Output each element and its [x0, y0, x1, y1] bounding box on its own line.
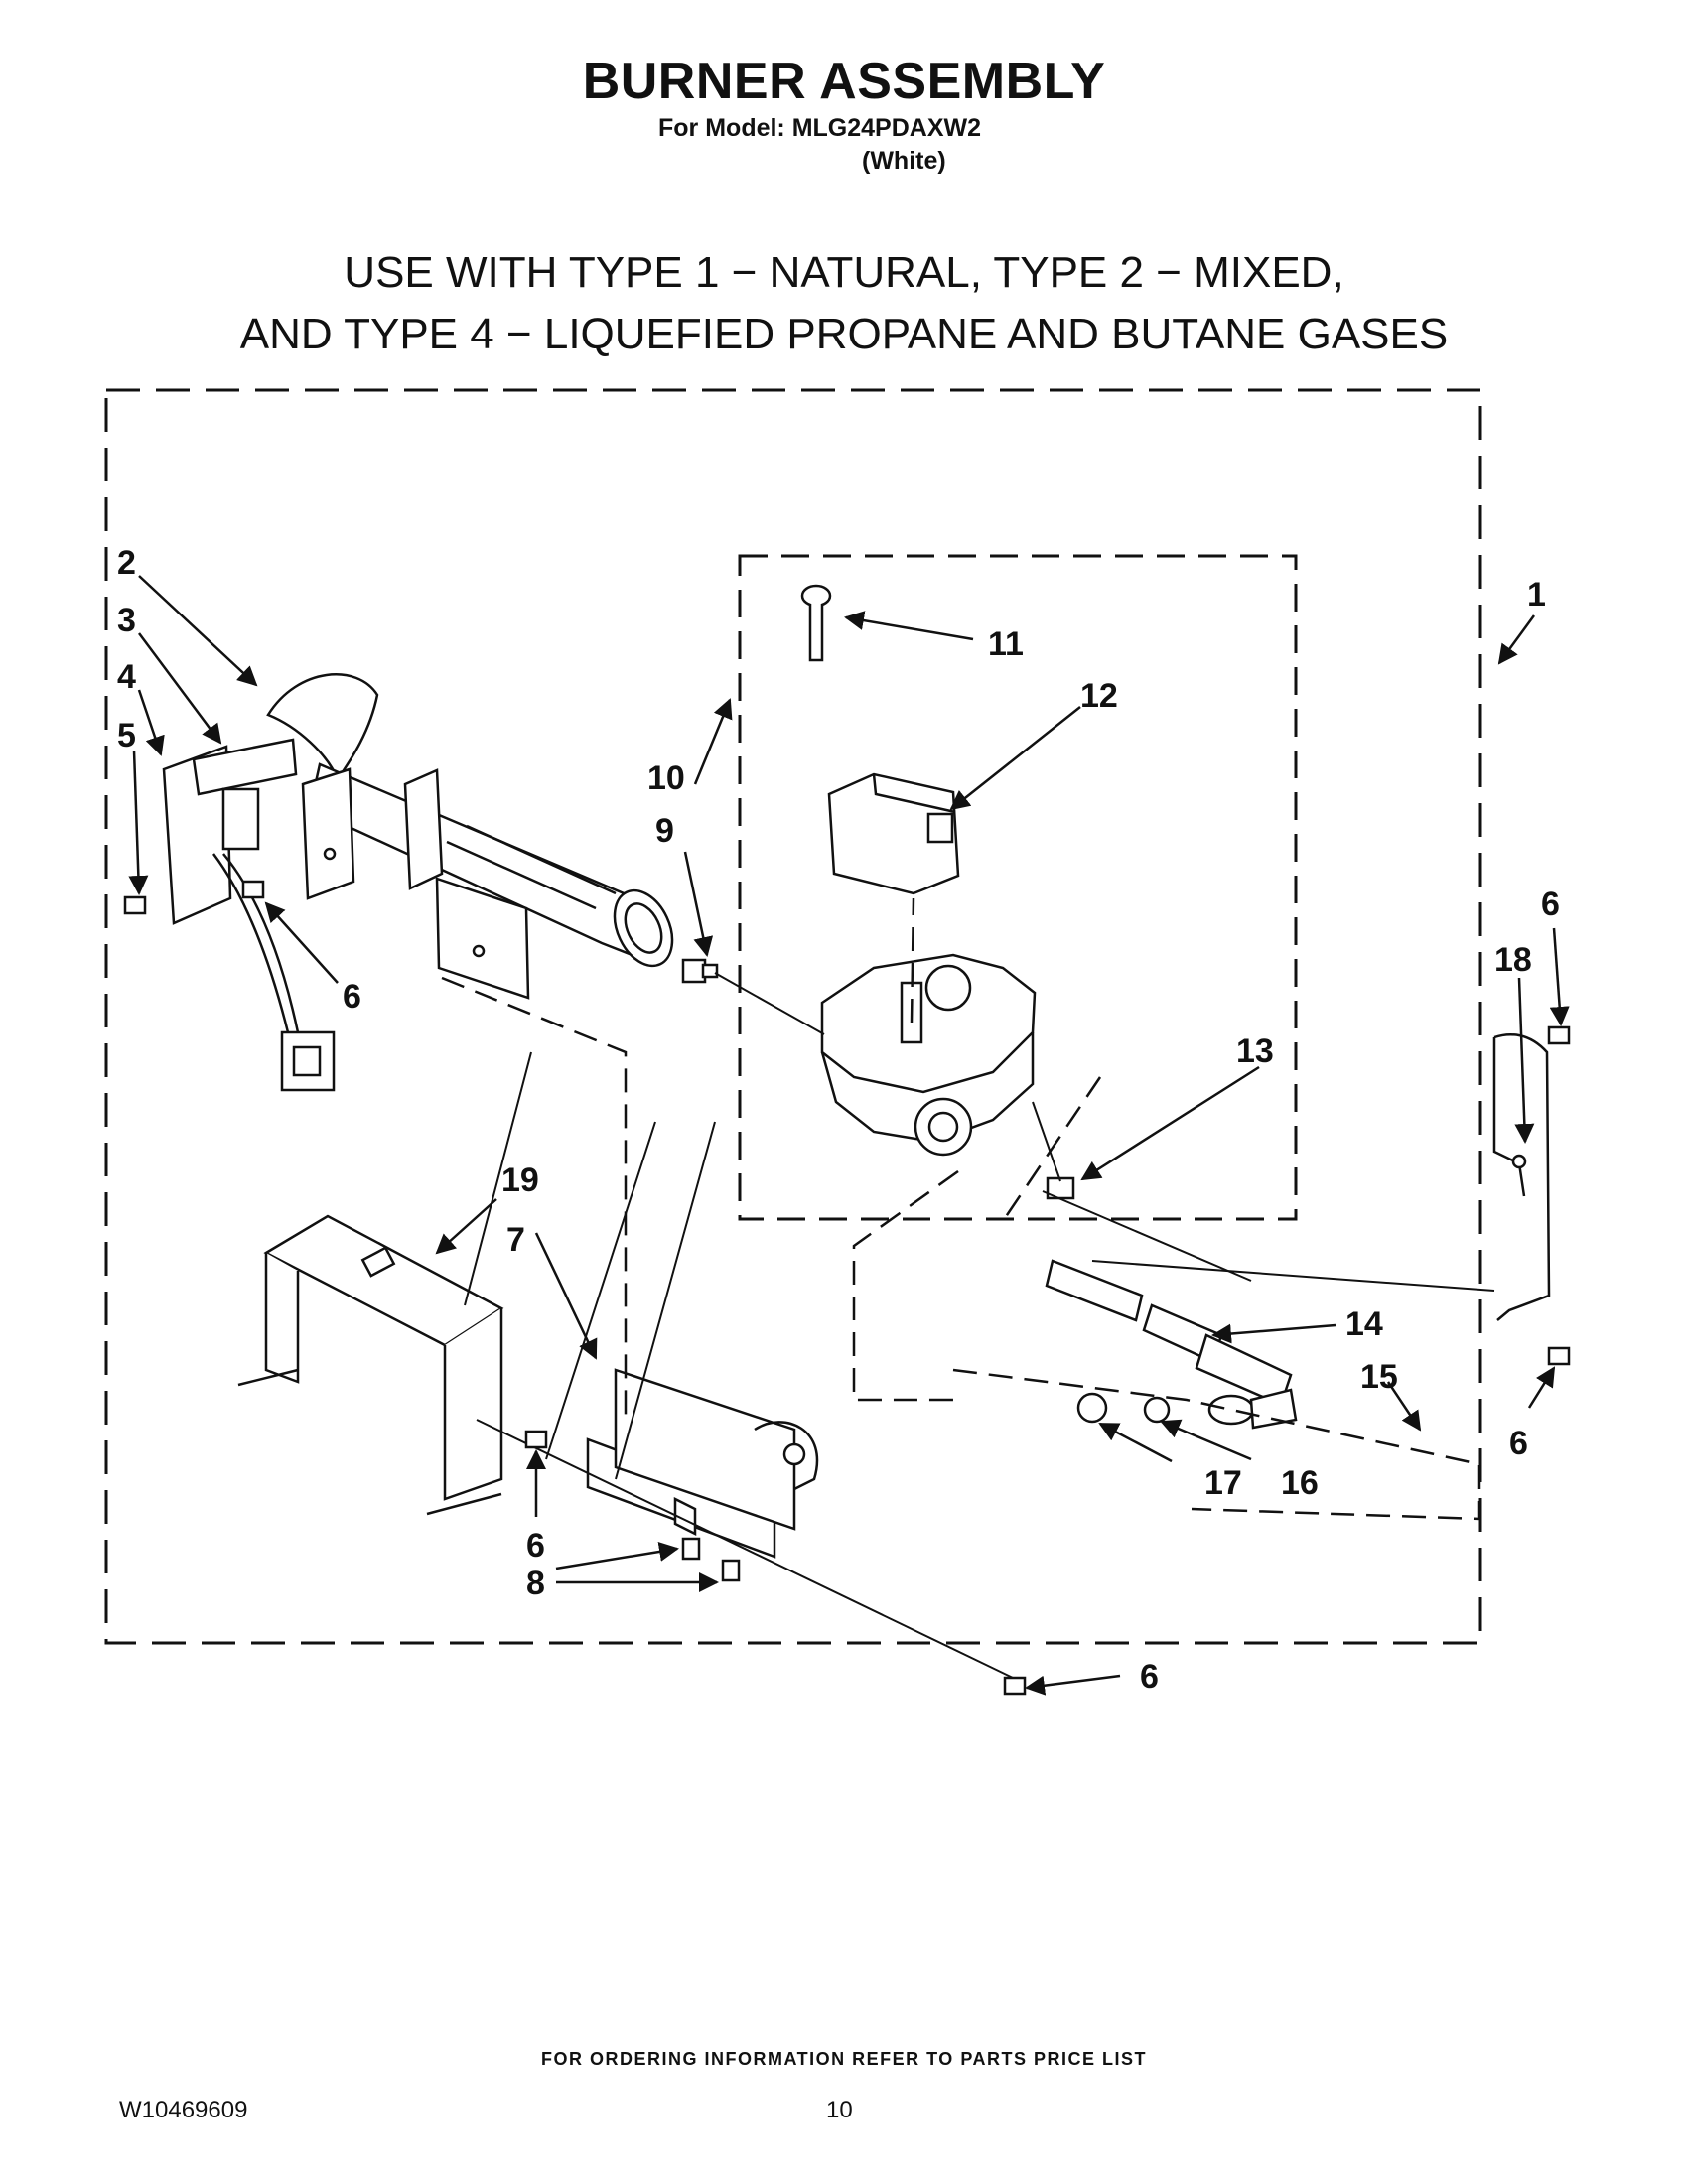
solenoid-coil [827, 772, 960, 895]
mounting-bracket [586, 1368, 819, 1559]
callout-15: 15 [1360, 1358, 1398, 1396]
callout-7: 7 [506, 1221, 525, 1259]
side-bracket [1492, 1033, 1551, 1321]
callout-6-side-bottom: 6 [1509, 1425, 1528, 1462]
callout-16: 16 [1281, 1464, 1319, 1502]
callout-4: 4 [117, 658, 136, 696]
document-number: W10469609 [119, 2097, 248, 2123]
callout-6-side-top: 6 [1541, 886, 1560, 923]
igniter-bracket [162, 738, 355, 1092]
callout-17: 17 [1204, 1464, 1242, 1502]
fasteners [123, 880, 1571, 1696]
usage-line-2: AND TYPE 4 − LIQUEFIED PROPANE AND BUTAN… [239, 310, 1449, 358]
callout-19: 19 [501, 1161, 539, 1199]
burner-base-bracket [237, 1214, 504, 1516]
gas-valve [820, 953, 1037, 1157]
callout-5: 5 [117, 717, 136, 754]
color-line: (White) [862, 147, 946, 175]
part-leader-lines [464, 972, 1495, 1679]
valve-fitting [681, 958, 719, 984]
valve-subassembly-frame [738, 554, 1298, 1221]
callout-10: 10 [647, 759, 685, 797]
callout-11: 11 [988, 625, 1024, 663]
model-line: For Model: MLG24PDAXW2 [658, 114, 982, 142]
callout-13: 13 [1236, 1032, 1274, 1070]
burner-tube [266, 673, 674, 968]
page-number: 10 [826, 2097, 853, 2123]
ordering-note: FOR ORDERING INFORMATION REFER TO PARTS … [540, 2049, 1147, 2069]
page-title: BURNER ASSEMBLY [582, 53, 1106, 110]
callout-1: 1 [1527, 576, 1546, 614]
callout-12: 12 [1080, 677, 1118, 715]
callout-2: 2 [117, 544, 136, 582]
assembly-frame [104, 388, 1482, 1645]
valve-screw [800, 584, 832, 662]
callout-arrows [128, 575, 1570, 1696]
usage-line-1: USE WITH TYPE 1 − NATURAL, TYPE 2 − MIXE… [344, 248, 1344, 297]
callout-3: 3 [117, 602, 136, 639]
callout-8: 8 [526, 1565, 545, 1602]
callout-6-bracket: 6 [526, 1527, 545, 1565]
pipe-assembly [1045, 1259, 1298, 1430]
callout-14: 14 [1345, 1305, 1383, 1343]
group-indicator-lines [441, 897, 1481, 1521]
callout-6-burner: 6 [343, 978, 361, 1016]
callout-6-bottom: 6 [1140, 1658, 1159, 1696]
callout-9: 9 [655, 812, 674, 850]
callout-18: 18 [1494, 941, 1532, 979]
burner-mounting-plate [403, 768, 530, 1000]
